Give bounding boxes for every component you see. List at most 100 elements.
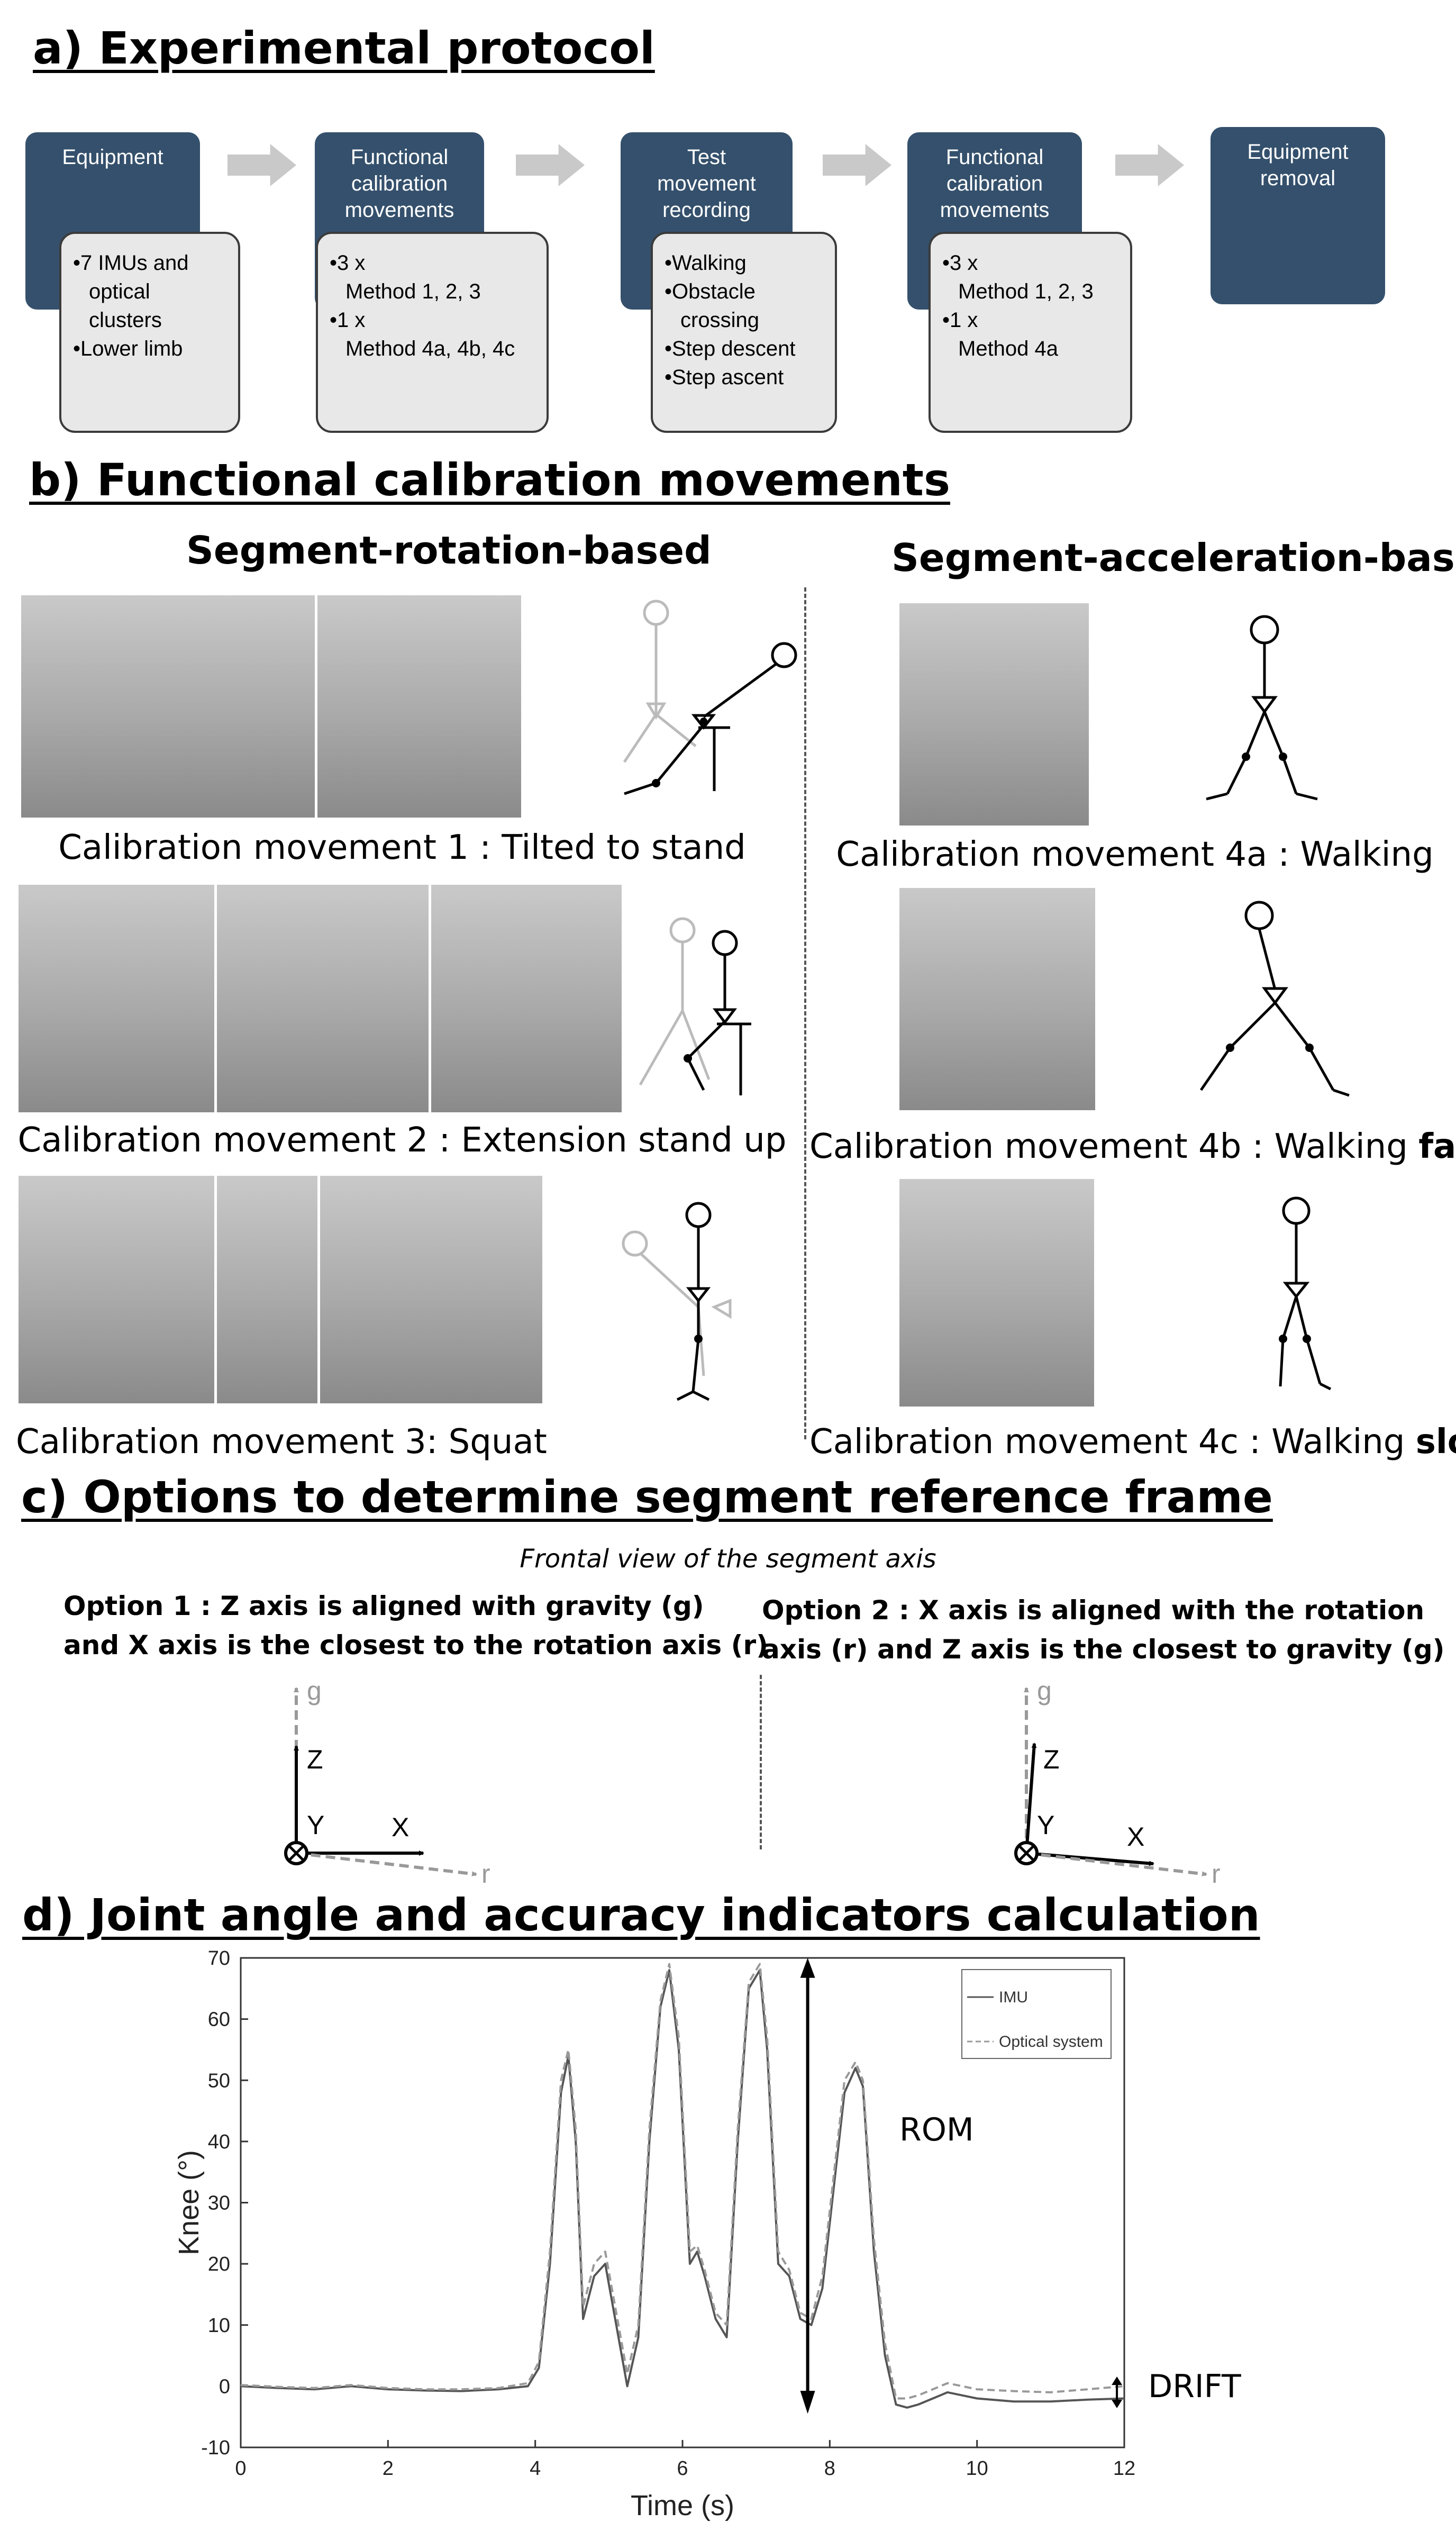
section-b-heading: b) Functional calibration movements bbox=[29, 454, 950, 506]
flow-arrow-icon bbox=[823, 144, 891, 186]
flow-arrow-icon bbox=[1115, 144, 1184, 186]
step-detail-line: •1 x bbox=[330, 309, 366, 332]
step-title-line: removal bbox=[1260, 167, 1336, 190]
legend-label: IMU bbox=[999, 1989, 1028, 2006]
option-1-text: Option 1 : Z axis is aligned with gravit… bbox=[63, 1586, 768, 1665]
step-title-line: Equipment bbox=[62, 146, 163, 169]
series-line-imu bbox=[240, 1969, 1125, 2409]
chart-plot-frame bbox=[240, 1957, 1125, 2448]
option-1-line-1: Option 1 : Z axis is aligned with gravit… bbox=[63, 1591, 704, 1621]
label-x: X bbox=[392, 1812, 409, 1842]
step-detail-line: Method 1, 2, 3 bbox=[345, 280, 481, 303]
photo-movement-3c bbox=[320, 1176, 542, 1403]
step-detail-line: •3 x bbox=[330, 251, 366, 275]
photo-movement-4b bbox=[899, 888, 1095, 1110]
x-tick-label: 10 bbox=[966, 2457, 988, 2480]
y-tick-label: 0 bbox=[219, 2375, 230, 2398]
step-title-line: movements bbox=[940, 198, 1050, 222]
step-detail-line: •3 x bbox=[942, 251, 978, 275]
protocol-step-2-details: •3 x Method 1, 2, 3 •1 x Method 4a, 4b, 4c bbox=[316, 232, 549, 433]
chart-legend bbox=[961, 1969, 1112, 2059]
y-tick-label: 20 bbox=[208, 2253, 230, 2275]
x-tick-label: 6 bbox=[677, 2457, 688, 2480]
step-detail-line: Method 4a bbox=[958, 337, 1059, 360]
step-title-line: Functional bbox=[945, 146, 1044, 169]
photo-movement-1a bbox=[21, 595, 315, 818]
x-tick-label: 0 bbox=[235, 2457, 246, 2480]
caption-4b-prefix: Calibration movement 4b : Walking bbox=[809, 1127, 1419, 1166]
section-a-heading: a) Experimental protocol bbox=[33, 22, 655, 74]
photo-movement-3a bbox=[19, 1176, 214, 1403]
label-y: Y bbox=[307, 1810, 324, 1840]
section-c-heading: c) Options to determine segment referenc… bbox=[21, 1471, 1273, 1523]
x-tick-label: 4 bbox=[530, 2457, 541, 2480]
x-axis-label: Time (s) bbox=[631, 2490, 734, 2521]
series-line-optical-system bbox=[240, 1963, 1125, 2400]
label-z: Z bbox=[307, 1745, 323, 1774]
y-tick-label: 40 bbox=[208, 2131, 230, 2153]
caption-4b-bold: fast bbox=[1418, 1127, 1456, 1166]
photo-movement-1b bbox=[317, 595, 521, 818]
step-title-line: calibration bbox=[946, 172, 1043, 195]
x-tick-label: 12 bbox=[1113, 2457, 1135, 2480]
photo-movement-2b bbox=[217, 885, 429, 1112]
y-axis-label: Knee (°) bbox=[173, 2150, 205, 2255]
y-tick-label: 30 bbox=[208, 2192, 230, 2215]
step-title-line: Test bbox=[687, 146, 726, 169]
acceleration-based-title: Segment-acceleration-based bbox=[891, 536, 1456, 580]
photo-movement-2a bbox=[19, 885, 214, 1112]
y-tick-label: 10 bbox=[208, 2315, 230, 2337]
caption-movement-2: Calibration movement 2 : Extension stand… bbox=[17, 1121, 787, 1160]
drift-arrow-head-bottom bbox=[1112, 2399, 1123, 2408]
section-b-divider bbox=[804, 587, 806, 1439]
label-z: Z bbox=[1043, 1745, 1060, 1774]
photo-movement-4a bbox=[899, 603, 1089, 826]
rom-arrow-head-top bbox=[800, 1958, 815, 1978]
option-1-line-2: and X axis is the closest to the rotatio… bbox=[63, 1630, 768, 1661]
rom-label: ROM bbox=[899, 2111, 974, 2148]
z-axis-arrow bbox=[1025, 1743, 1037, 1854]
x-tick-label: 2 bbox=[383, 2457, 394, 2480]
stick-figure-4a bbox=[1206, 615, 1318, 801]
label-x: X bbox=[1127, 1822, 1144, 1852]
step-title-line: movements bbox=[344, 198, 454, 222]
step-detail-line: clusters bbox=[89, 309, 162, 332]
step-detail-line: •1 x bbox=[942, 309, 978, 332]
stick-figure-4c bbox=[1279, 1196, 1332, 1391]
x-tick-label: 8 bbox=[824, 2457, 835, 2480]
stick-figure-1 bbox=[623, 600, 797, 795]
photo-movement-2c bbox=[431, 885, 622, 1112]
step-detail-line: •Walking bbox=[665, 251, 747, 275]
option-1-axis-diagram: g Z Y X r bbox=[284, 1677, 490, 1889]
step-title-line: movement bbox=[657, 172, 756, 195]
step-detail-line: •7 IMUs and bbox=[73, 251, 189, 275]
rotation-axis-arrow bbox=[1026, 1852, 1207, 1877]
step-title-line: recording bbox=[662, 198, 751, 222]
step-title-line: calibration bbox=[351, 172, 448, 195]
caption-movement-1: Calibration movement 1 : Tilted to stand bbox=[58, 828, 746, 867]
option-2-line-2: axis (r) and Z axis is the closest to gr… bbox=[762, 1634, 1445, 1665]
flow-arrow-icon bbox=[516, 144, 585, 186]
y-tick-label: 70 bbox=[208, 1947, 230, 1970]
option-2-text: Option 2 : X axis is aligned with the ro… bbox=[762, 1591, 1445, 1669]
legend-label: Optical system bbox=[999, 2033, 1103, 2051]
stick-figure-4b bbox=[1199, 901, 1350, 1097]
step-detail-line: Method 4a, 4b, 4c bbox=[345, 337, 515, 360]
section-c-subtitle: Frontal view of the segment axis bbox=[520, 1544, 936, 1574]
caption-movement-4b: Calibration movement 4b : Walking fast bbox=[809, 1127, 1456, 1166]
section-c-divider bbox=[760, 1675, 762, 1849]
caption-4c-prefix: Calibration movement 4c : Walking bbox=[809, 1422, 1416, 1462]
rotation-axis-arrow bbox=[296, 1852, 477, 1877]
rotation-based-title: Segment-rotation-based bbox=[186, 528, 712, 573]
label-y: Y bbox=[1037, 1810, 1054, 1840]
label-g: g bbox=[307, 1677, 322, 1706]
step-detail-line: •Step ascent bbox=[665, 366, 784, 389]
drift-arrow-head-top bbox=[1112, 2376, 1123, 2385]
photo-movement-4c bbox=[899, 1179, 1094, 1407]
step-detail-line: •Lower limb bbox=[73, 337, 183, 360]
option-2-axis-diagram: g Z Y X r bbox=[1014, 1677, 1221, 1889]
